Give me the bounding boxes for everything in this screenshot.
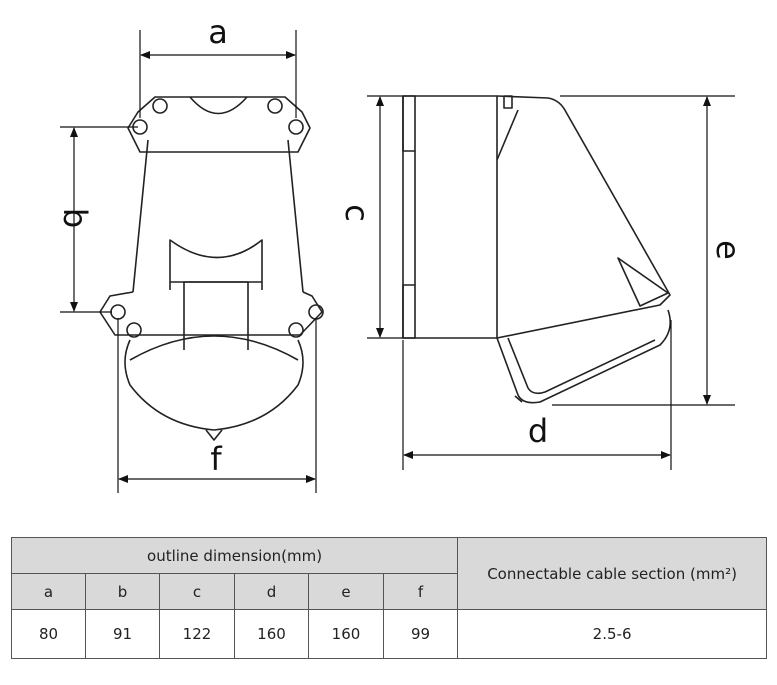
table-row: 80 91 122 160 160 99 2.5-6 [11,609,768,659]
label-d: d [528,412,548,450]
screw-hole [110,304,126,320]
column-header: e [308,573,384,610]
column-header: a [11,573,86,610]
gland-bracket [169,239,263,290]
body [132,139,304,293]
top-flange [127,96,311,153]
column-header: f [382,573,459,610]
value-c: 122 [159,609,235,659]
screw-hole [288,322,304,338]
value-e: 160 [308,609,384,659]
side-dimensions [367,95,735,470]
label-a: a [208,13,228,51]
side-lid [496,309,671,404]
label-b: b [56,208,94,228]
label-e: e [709,240,747,260]
screw-hole [267,98,283,114]
column-header: d [234,573,309,610]
lid [124,339,304,431]
top-arc [189,96,248,115]
mount-slot [402,95,416,152]
column-header: c [159,573,235,610]
wall-plate [402,95,498,339]
mount-slot [402,284,416,339]
plug-stem [183,281,249,350]
front-dimensions [60,30,317,493]
dimension-table: outline dimension(mm) Connectable cable … [10,537,768,659]
screw-hole [126,322,142,338]
cable-section-value: 2.5-6 [457,609,768,659]
bottom-flange [99,291,323,336]
value-a: 80 [11,609,86,659]
dimension-drawing: a b f c e d [56,13,747,493]
outline-dimension-header: outline dimension(mm) [10,537,459,574]
label-f: f [210,440,222,478]
lid-hinge [617,257,669,307]
screw-hole [152,98,168,114]
cable-section-header: Connectable cable section (mm²) [457,537,768,610]
lid-rim [129,335,299,361]
label-c: c [338,204,376,222]
value-f: 99 [382,609,459,659]
value-d: 160 [234,609,309,659]
screw-hole [288,119,304,135]
angled-housing [496,95,671,339]
side-view [402,95,671,404]
column-header: b [85,573,160,610]
front-view [99,96,324,441]
value-b: 91 [85,609,160,659]
